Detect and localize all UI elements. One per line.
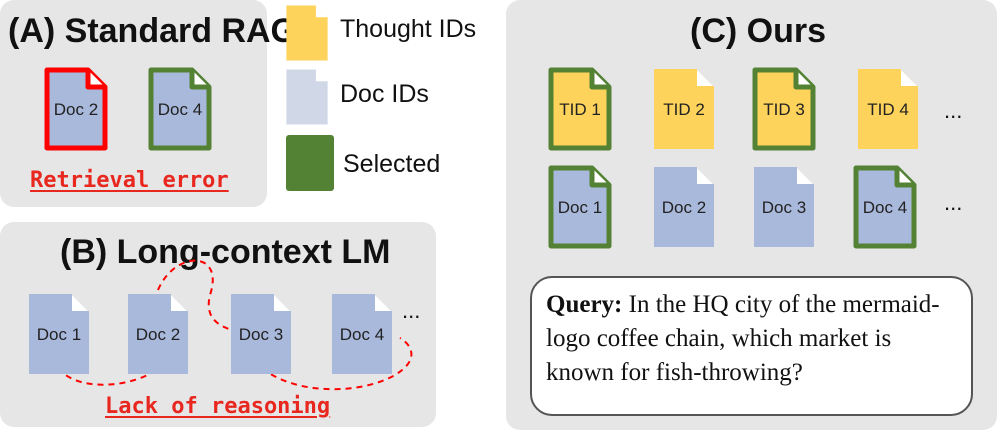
thought-doc-icon: TID 2 <box>652 67 716 151</box>
legend-selected-label: Selected <box>343 150 441 178</box>
thought-label: TID 3 <box>763 100 805 119</box>
panel-b-title: (B) Long-context LM <box>60 233 391 271</box>
query-box: Query: In the HQ city of the mermaid-log… <box>530 276 973 416</box>
thought-doc-icon: TID 1 <box>548 67 612 151</box>
doc-icon: Doc 1 <box>27 292 91 376</box>
doc-label: Doc 3 <box>238 325 284 344</box>
doc-label: Doc 4 <box>157 100 203 119</box>
doc-label: Doc 3 <box>761 198 807 217</box>
legend-selected-swatch <box>286 135 334 191</box>
query-label: Query: <box>546 291 623 318</box>
document-icon <box>128 294 188 374</box>
doc-label: Doc 4 <box>339 325 385 344</box>
legend-doc-icon <box>285 68 329 126</box>
document-icon <box>548 165 612 249</box>
thought-label: TID 4 <box>867 100 909 119</box>
doc-label: Doc 2 <box>661 198 707 217</box>
doc-icon: Doc 4 <box>853 165 917 249</box>
document-icon <box>332 294 392 374</box>
thought-label: TID 2 <box>663 100 705 119</box>
document-icon <box>858 69 918 149</box>
document-icon <box>654 69 714 149</box>
retrieval-error-caption: Retrieval error <box>30 168 229 193</box>
legend-thought-label: Thought IDs <box>340 15 477 43</box>
thought-doc-icon: TID 4 <box>856 67 920 151</box>
panel-c-title: (C) Ours <box>690 12 826 50</box>
document-icon <box>231 294 291 374</box>
document-icon <box>286 5 328 61</box>
document-icon <box>548 67 612 151</box>
doc-label: Doc 1 <box>36 325 82 344</box>
document-icon <box>853 165 917 249</box>
doc-icon: Doc 3 <box>752 165 816 249</box>
document-icon <box>754 167 814 247</box>
doc-icon: Doc 3 <box>229 292 293 376</box>
document-icon <box>654 167 714 247</box>
document-icon <box>29 294 89 374</box>
legend-doc-label: Doc IDs <box>340 80 429 108</box>
document-icon <box>148 67 212 151</box>
doc-label: Doc 1 <box>557 198 603 217</box>
doc-label: Doc 4 <box>862 198 908 217</box>
doc-label: Doc 2 <box>53 100 99 119</box>
thought-label: TID 1 <box>559 100 601 119</box>
thought-doc-icon: TID 3 <box>752 67 816 151</box>
more-docs-ellipsis: ... <box>944 190 963 215</box>
query-text: In the HQ city of the mermaid-logo coffe… <box>546 291 940 386</box>
document-icon <box>286 69 328 125</box>
legend-thought-icon <box>285 4 329 62</box>
doc-icon: Doc 2 <box>44 67 108 151</box>
lack-of-reasoning-caption: Lack of reasoning <box>105 394 331 419</box>
document-icon <box>44 67 108 151</box>
doc-icon: Doc 2 <box>652 165 716 249</box>
more-thoughts-ellipsis: ... <box>944 98 963 123</box>
doc-label: Doc 2 <box>135 325 181 344</box>
doc-icon: Doc 4 <box>148 67 212 151</box>
doc-icon: Doc 2 <box>126 292 190 376</box>
more-docs-ellipsis: ... <box>402 298 421 323</box>
panel-a-title: (A) Standard RAG <box>8 12 297 50</box>
doc-icon: Doc 4 <box>330 292 394 376</box>
doc-icon: Doc 1 <box>548 165 612 249</box>
document-icon <box>752 67 816 151</box>
